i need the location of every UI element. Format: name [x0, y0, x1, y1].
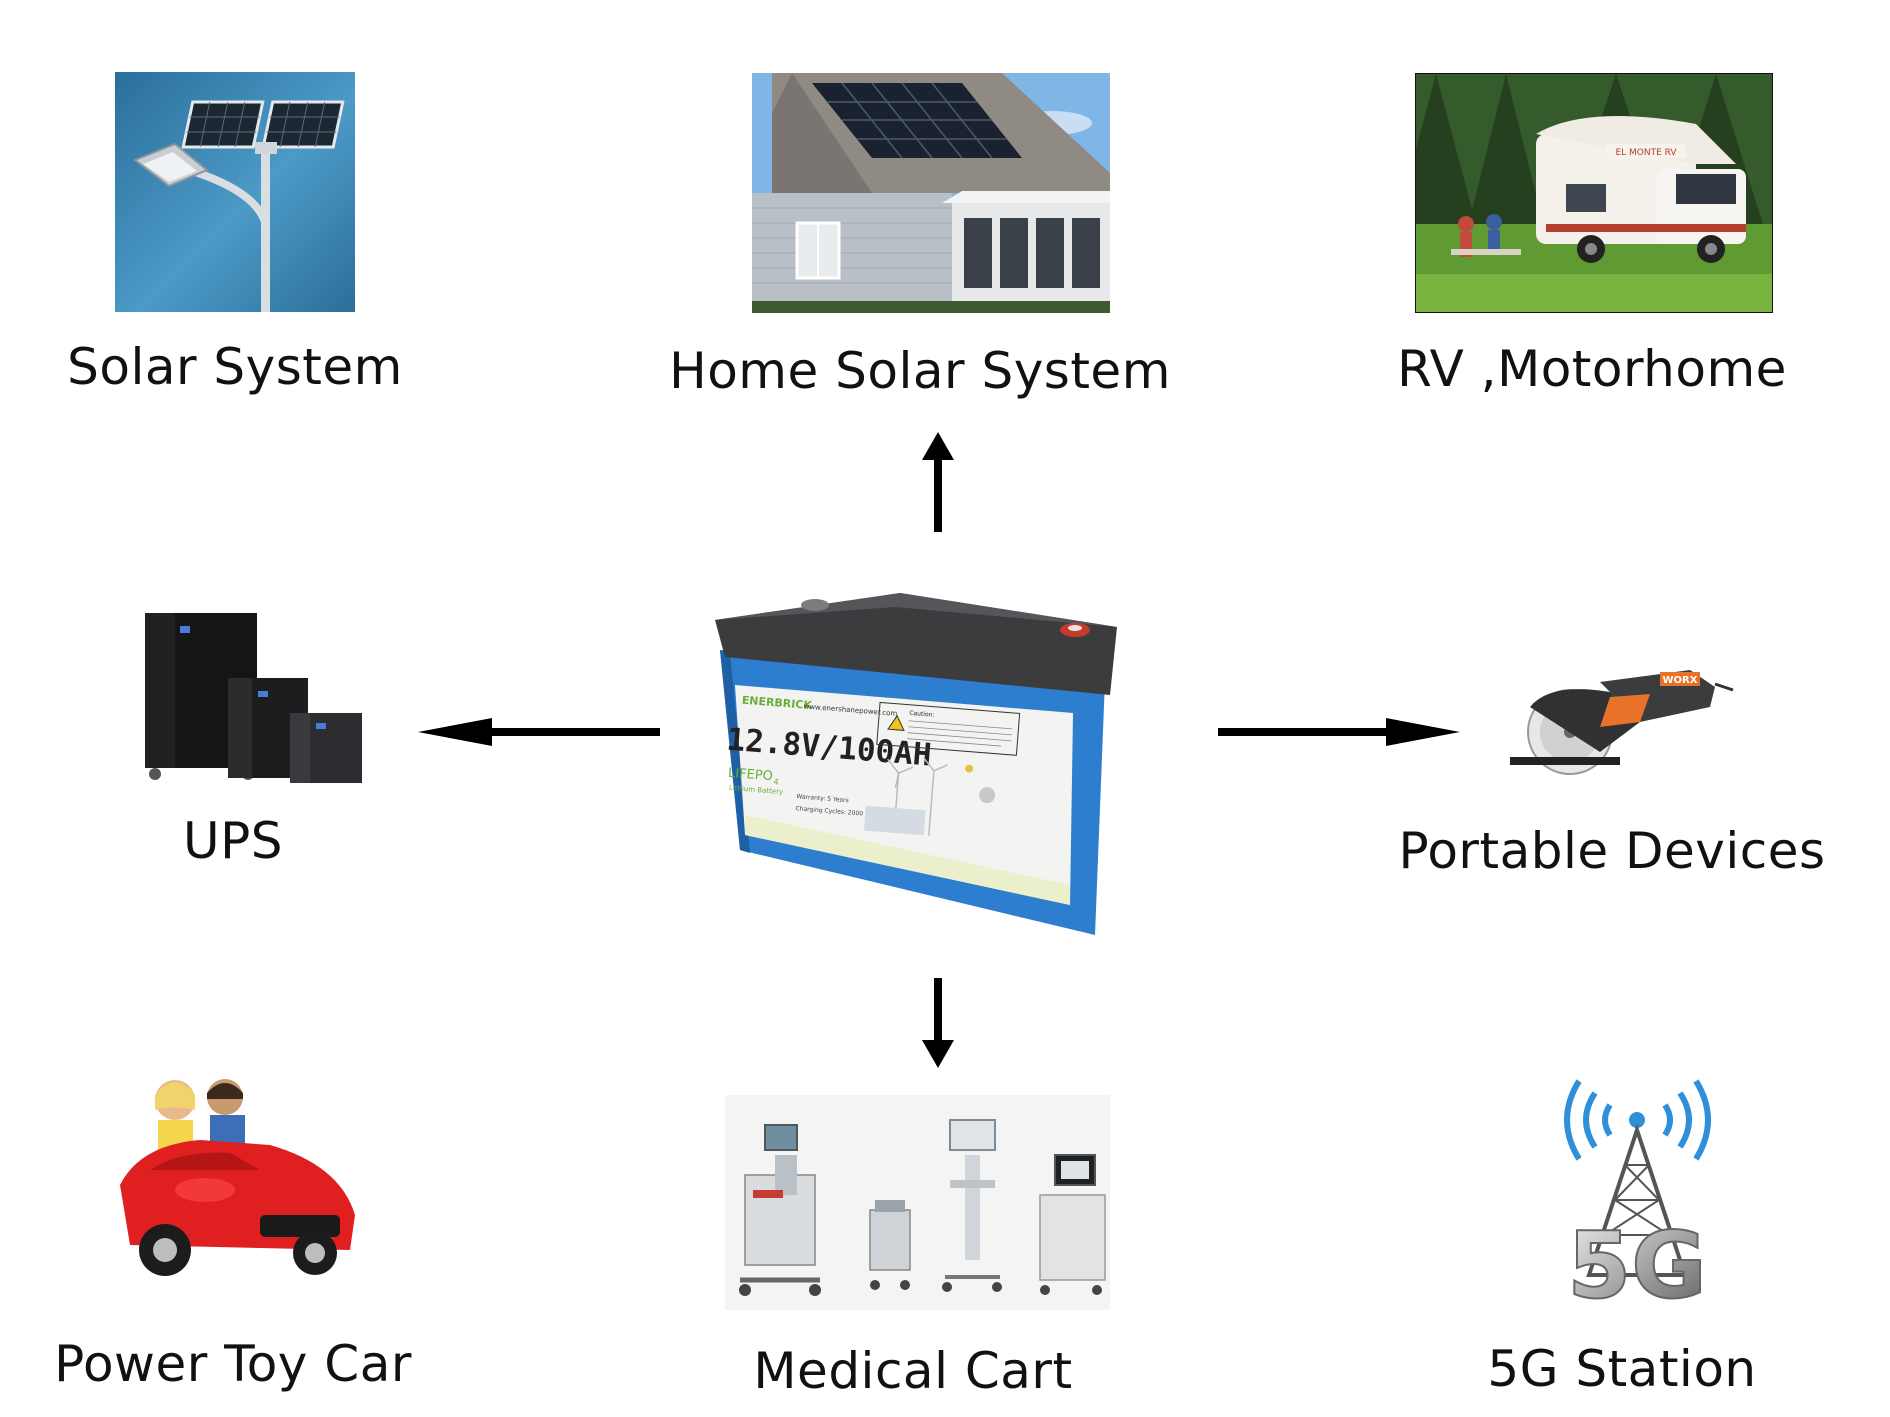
label-medical-cart: Medical Cart [753, 1342, 1073, 1400]
label-portable-devices: Portable Devices [1398, 822, 1826, 880]
station-5g-text: 5G [1567, 1212, 1707, 1310]
medical-cart-image [725, 1095, 1110, 1310]
label-home-solar-system: Home Solar System [669, 342, 1171, 400]
arrow-down [922, 978, 954, 1068]
circular-saw-image: WORX [1490, 662, 1735, 782]
battery-warranty: Warranty: 5 Years [796, 793, 849, 804]
rv-motorhome-image: EL MONTE RV [1415, 73, 1773, 313]
arrow-right [1218, 718, 1460, 746]
label-ups: UPS [183, 812, 283, 870]
rv-sign-text: EL MONTE RV [1615, 148, 1677, 158]
battery-chemistry-sub: 4 [773, 777, 779, 786]
5g-station-image: 5G [1515, 1075, 1760, 1310]
battery-chemistry: LIFEPO [727, 766, 773, 784]
label-power-toy-car: Power Toy Car [54, 1335, 412, 1393]
label-rv-motorhome: RV ,Motorhome [1397, 340, 1787, 398]
arrow-up [922, 432, 954, 532]
solar-street-light-image [115, 72, 355, 312]
home-solar-image [752, 73, 1110, 313]
arrow-left [418, 718, 660, 746]
power-toy-car-image [110, 1075, 360, 1300]
battery-caution: Caution: [909, 710, 935, 719]
ups-image [140, 608, 380, 788]
battery-brand: ENERBRICK [741, 694, 813, 713]
label-solar-system: Solar System [67, 338, 403, 396]
label-5g-station: 5G Station [1487, 1340, 1757, 1398]
saw-brand-text: WORX [1663, 675, 1698, 686]
lifepo4-battery-image: ENERBRICK www.enershanepower.com 12.8V/1… [705, 585, 1125, 940]
